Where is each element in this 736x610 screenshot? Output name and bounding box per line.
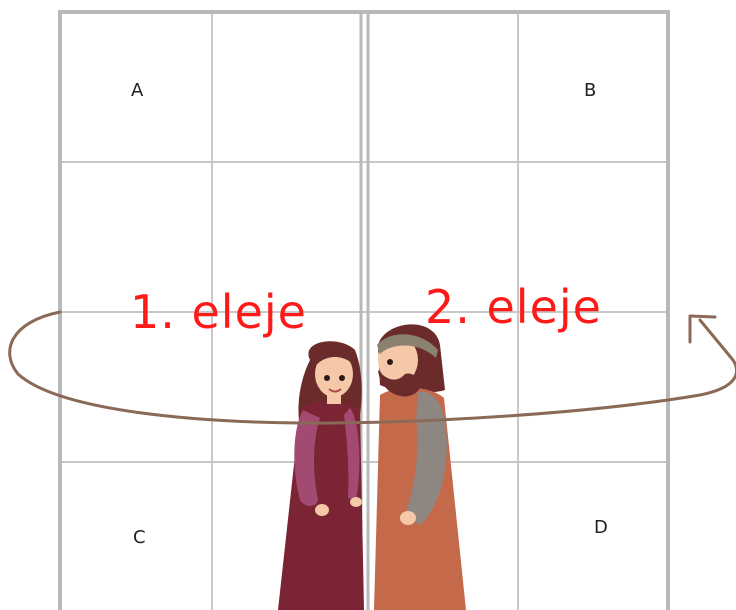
cell-label-a: A	[131, 80, 144, 101]
cell-label-b: B	[584, 80, 596, 101]
first-round-label: 1. eleje	[130, 285, 307, 339]
cell-label-d: D	[594, 517, 608, 538]
second-round-label: 2. eleje	[425, 280, 602, 334]
rotation-arrow-head	[690, 316, 715, 342]
cell-label-c: C	[133, 527, 146, 548]
